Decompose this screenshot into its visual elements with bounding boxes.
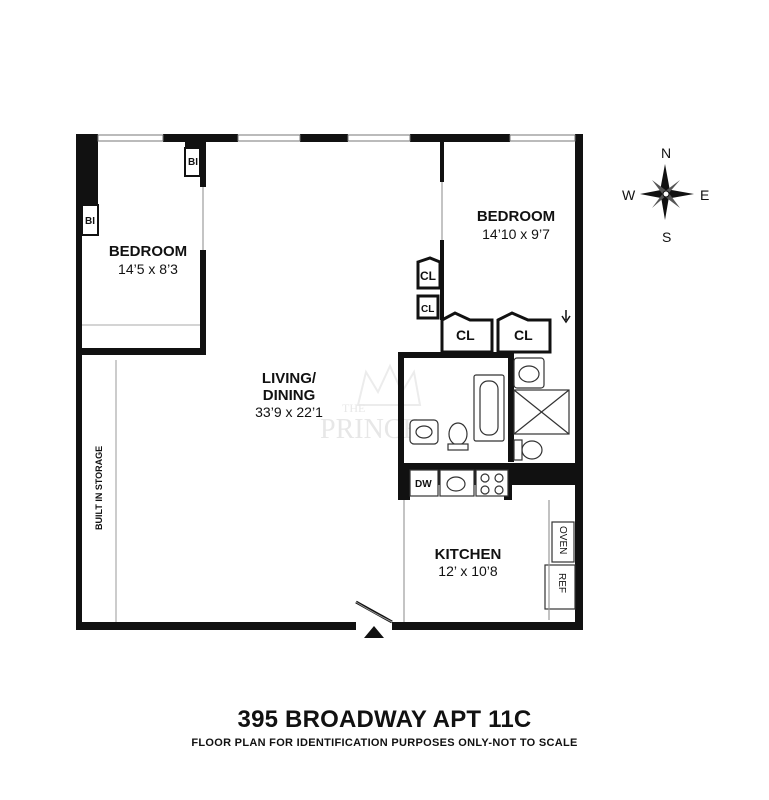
dishwasher-label: DW	[415, 479, 432, 490]
compass-s: S	[662, 229, 671, 245]
oven-label: OVEN	[557, 526, 568, 554]
watermark: THE PRINCE	[320, 363, 422, 445]
entry-door	[355, 600, 393, 638]
watermark-line1: THE	[342, 401, 365, 415]
living-dims: 33’9 x 22’1	[255, 404, 323, 420]
east-bedroom-dims: 14’10 x 9’7	[482, 226, 550, 242]
windows	[97, 134, 576, 142]
exterior-walls	[76, 134, 583, 630]
living-name-2: DINING	[263, 387, 316, 404]
compass-e: E	[700, 187, 709, 203]
floor-plan: THE PRINCE BI BI BUILT IN STORAGE	[76, 134, 709, 638]
compass-w: W	[622, 187, 636, 203]
kitchen-name: KITCHEN	[435, 546, 502, 563]
entry-arrow-icon	[364, 626, 384, 638]
doors	[202, 182, 443, 622]
kitchen-counters	[409, 469, 576, 620]
west-bedroom-walls	[82, 142, 206, 355]
arrow-icon	[561, 310, 571, 324]
closet-3-label: CL	[456, 327, 475, 343]
built-in-left	[81, 204, 99, 236]
living-name-1: LIVING/	[262, 370, 317, 387]
west-bedroom-dims: 14’5 x 8’3	[118, 261, 178, 277]
built-in-top	[184, 147, 201, 177]
west-bedroom-name: BEDROOM	[109, 243, 187, 260]
bathroom	[409, 357, 570, 461]
built-in-top-label: BI	[188, 157, 198, 168]
built-in-left-label: BI	[85, 216, 95, 227]
closets	[416, 256, 552, 354]
closet-2-label: CL	[421, 304, 434, 315]
closet-4-label: CL	[514, 327, 533, 343]
closet-1-label: CL	[420, 269, 436, 283]
compass-icon	[640, 164, 694, 220]
listing-title: 395 BROADWAY APT 11C	[237, 706, 532, 733]
disclaimer: FLOOR PLAN FOR IDENTIFICATION PURPOSES O…	[191, 737, 578, 749]
east-bedroom-name: BEDROOM	[477, 208, 555, 225]
storage-label: BUILT IN STORAGE	[94, 446, 104, 530]
compass-n: N	[661, 145, 671, 161]
watermark-line2: PRINCE	[320, 414, 420, 445]
fridge-label: REF	[556, 573, 567, 593]
kitchen-dims: 12’ x 10’8	[438, 563, 498, 579]
